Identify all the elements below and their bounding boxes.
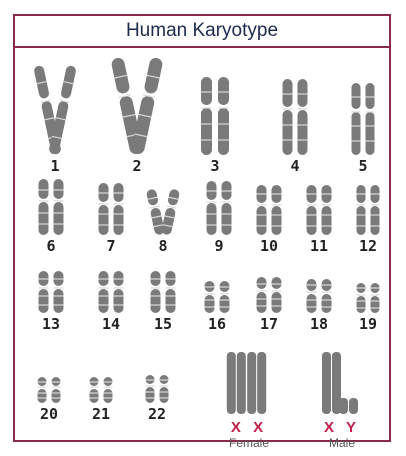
chromosome-number: 3	[191, 158, 239, 174]
chromosome-number: 6	[29, 238, 73, 254]
chromosome-10-icon	[247, 184, 291, 236]
chromosome-14-icon	[89, 270, 133, 314]
chromosome-pair-5: 5	[343, 82, 383, 174]
chromosome-number: 14	[89, 316, 133, 332]
chromosome-pair-17: 17	[247, 276, 291, 332]
chromosome-number: 2	[107, 158, 167, 174]
female-sex-chromosomes: X XFemale	[219, 350, 279, 450]
chromosome-pair-20: 20	[29, 376, 69, 422]
chromosome-pair-19: 19	[347, 282, 389, 332]
chromosome-number: 21	[81, 406, 121, 422]
chromosome-3-icon	[191, 76, 239, 156]
chromosome-pair-22: 22	[137, 374, 177, 422]
chromosome-11-icon	[297, 184, 341, 236]
chromosome-number: 13	[29, 316, 73, 332]
female-chromosomes-icon	[219, 350, 279, 419]
page-title: Human Karyotype	[15, 16, 389, 48]
chromosome-4-icon	[273, 78, 317, 156]
chromosome-17-icon	[247, 276, 291, 314]
chromosome-pair-7: 7	[89, 182, 133, 254]
male-label: Male	[317, 436, 367, 450]
chromosome-9-icon	[197, 180, 241, 236]
chromosome-number: 7	[89, 238, 133, 254]
chromosome-number: 12	[347, 238, 389, 254]
chromosome-pair-2: 2	[107, 56, 167, 174]
chromosome-pair-16: 16	[195, 280, 239, 332]
female-letters: X X	[219, 420, 279, 436]
chromosome-number: 10	[247, 238, 291, 254]
male-letters: X Y	[317, 420, 367, 436]
chromosome-number: 5	[343, 158, 383, 174]
chromosome-number: 9	[197, 238, 241, 254]
chromosome-pair-8: 8	[141, 188, 185, 254]
chromosome-19-icon	[347, 282, 389, 314]
chromosome-22-icon	[137, 374, 177, 404]
chromosome-pair-1: 1	[33, 64, 77, 174]
chromosome-number: 17	[247, 316, 291, 332]
chromosome-18-icon	[297, 278, 341, 314]
chromosome-number: 15	[141, 316, 185, 332]
chromosome-pair-3: 3	[191, 76, 239, 174]
chromosome-number: 22	[137, 406, 177, 422]
chromosome-pair-14: 14	[89, 270, 133, 332]
chromosome-number: 8	[141, 238, 185, 254]
chromosome-15-icon	[141, 270, 185, 314]
chromosome-7-icon	[89, 182, 133, 236]
chromosome-pair-9: 9	[197, 180, 241, 254]
chromosome-13-icon	[29, 270, 73, 314]
chromosome-16-icon	[195, 280, 239, 314]
female-label: Female	[219, 436, 279, 450]
chromosome-number: 20	[29, 406, 69, 422]
chromosome-5-icon	[343, 82, 383, 156]
chromosome-1-icon	[33, 64, 77, 156]
chromosome-pair-11: 11	[297, 184, 341, 254]
chromosome-12-icon	[347, 184, 389, 236]
karyotype-frame: Human Karyotype 123456789101112131415161…	[13, 14, 391, 442]
chromosome-pair-13: 13	[29, 270, 73, 332]
chromosome-number: 19	[347, 316, 389, 332]
chromosome-pair-12: 12	[347, 184, 389, 254]
chromosome-pair-10: 10	[247, 184, 291, 254]
chromosome-pair-21: 21	[81, 376, 121, 422]
chromosome-number: 11	[297, 238, 341, 254]
male-chromosomes-icon	[317, 350, 367, 419]
chromosome-pair-4: 4	[273, 78, 317, 174]
chromosome-21-icon	[81, 376, 121, 404]
chromosome-6-icon	[29, 178, 73, 236]
chromosome-8-icon	[141, 188, 185, 236]
chromosome-number: 1	[33, 158, 77, 174]
chromosome-number: 4	[273, 158, 317, 174]
chromosome-pair-18: 18	[297, 278, 341, 332]
male-sex-chromosomes: X YMale	[317, 350, 367, 450]
chromosome-number: 18	[297, 316, 341, 332]
chromosome-2-icon	[107, 56, 167, 156]
chromosome-pair-6: 6	[29, 178, 73, 254]
chromosome-pair-15: 15	[141, 270, 185, 332]
chromosome-number: 16	[195, 316, 239, 332]
chromosome-20-icon	[29, 376, 69, 404]
